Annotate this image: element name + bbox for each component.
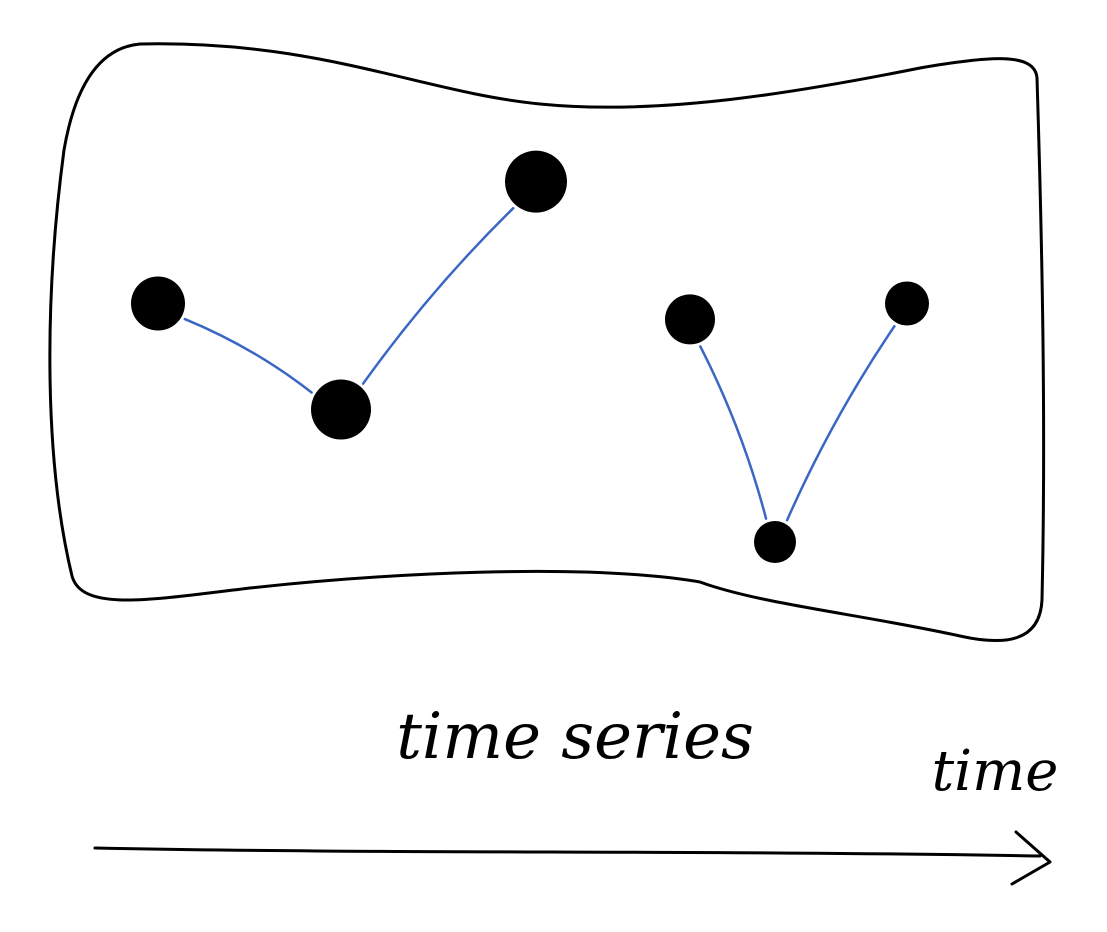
caption-label: time series xyxy=(396,700,754,774)
axis-label: time xyxy=(932,739,1059,804)
data-point-2-2 xyxy=(754,521,796,563)
connector-1-1 xyxy=(183,317,313,394)
connector-2-2 xyxy=(785,324,896,522)
series-points xyxy=(131,150,929,563)
data-point-2-3 xyxy=(885,281,929,326)
data-point-1-3 xyxy=(505,150,567,213)
series-connectors xyxy=(183,206,896,522)
arrow-head-icon xyxy=(1010,830,1052,886)
frame-outline xyxy=(48,42,1046,642)
connector-2-1 xyxy=(699,345,768,520)
time-axis-arrow xyxy=(93,846,1042,858)
data-point-2-1 xyxy=(665,294,715,345)
data-point-1-1 xyxy=(131,276,185,331)
connector-1-2 xyxy=(361,206,515,385)
data-point-1-2 xyxy=(311,379,371,440)
